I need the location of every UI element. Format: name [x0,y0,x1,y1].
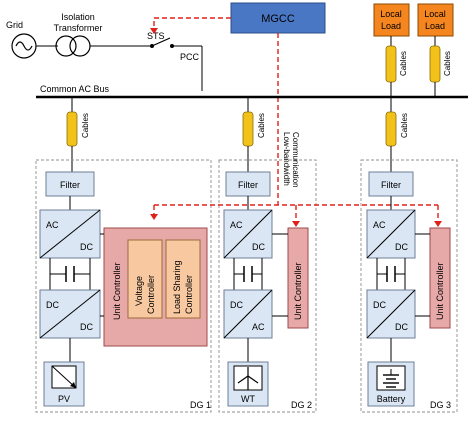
dg2-unit-controller-label: Unit Controller [293,262,303,320]
dg2-enclosure [218,159,317,413]
dg3-cable [385,111,397,147]
dg2-unit-controller [287,227,309,329]
dg3-dcdc-dc-bottom: DC [395,322,408,332]
dg2-cables-label: Cables [257,113,266,138]
voltage-controller [127,239,163,319]
voltage-controller-line2: Controller [146,275,156,314]
local-load-2-line2: Load [425,21,445,31]
mgcc-box [230,2,326,34]
dg2-dcac-dc: DC [230,300,243,310]
dg1-acdc-dc: DC [80,242,93,252]
dg3-source-label: Battery [377,394,406,404]
dg1-source-label: PV [58,394,70,404]
dg2-source-label: WT [241,394,255,404]
sts-comm-line [153,17,231,30]
dg3-enclosure [360,159,458,413]
dg3-acdc-ac: AC [373,220,386,230]
dg3-acdc-dc: DC [395,242,408,252]
dg1-acdc-ac: AC [46,220,59,230]
wind-turbine-icon [233,365,263,391]
dg3-label: DG 3 [430,400,451,410]
dg2-acdc-dc: DC [252,242,265,252]
grid-label: Grid [6,20,23,30]
voltage-controller-line1: Voltage [134,276,144,306]
pv-panel-icon [51,365,77,389]
battery-icon [376,365,406,391]
transformer-label-line2: Transformer [54,23,103,33]
load-1-cable [385,45,397,83]
sts-label: STS [147,31,165,41]
dg2-cable [242,111,254,147]
grid-source [11,33,37,59]
dg2-filter-label: Filter [238,180,258,190]
load-2-cables-label: Cables [443,51,452,76]
dg3-unit-controller [429,227,451,329]
mgcc-label: MGCC [261,13,295,25]
load-sharing-controller-line2: Controller [184,275,194,314]
dg1-unit-controller-label: Unit Controller [112,262,122,320]
dg1-label: DG 1 [190,400,211,410]
load-2-cable [429,45,441,83]
dg2-acdc-ac: AC [230,220,243,230]
dg3-unit-controller-label: Unit Controller [435,262,445,320]
dg1-dcdc-dc-top: DC [46,300,59,310]
local-load-1-line2: Load [381,21,401,31]
local-load-2 [417,3,454,37]
dg3-filter [368,171,414,197]
dg1-filter-label: Filter [60,180,80,190]
dg1-enclosure [35,159,212,413]
dg2-dcac-ac: AC [252,322,265,332]
local-load-2-line1: Local [424,9,446,19]
local-load-1-line1: Local [380,9,402,19]
dg1-cable [66,111,78,147]
dg2-filter [225,171,271,197]
transformer-label-line1: Isolation [61,12,95,22]
dg3-dcdc-dc-top: DC [373,300,386,310]
comm-label-line1: Low-bandwidth [282,132,291,186]
dg2-label: DG 2 [291,400,312,410]
dg1-filter [45,171,95,197]
pcc-label: PCC [180,52,200,62]
load-sharing-controller-line1: Load Sharing [172,260,182,314]
bus-label: Common AC Bus [40,84,110,94]
load-sharing-controller [165,239,201,319]
dg3-filter-label: Filter [381,180,401,190]
dg1-cables-label: Cables [81,113,90,138]
transformer-icon [55,35,91,57]
dg1-dcdc-dc-bottom: DC [80,322,93,332]
load-1-cables-label: Cables [399,51,408,76]
dg3-cables-label: Cables [400,113,409,138]
